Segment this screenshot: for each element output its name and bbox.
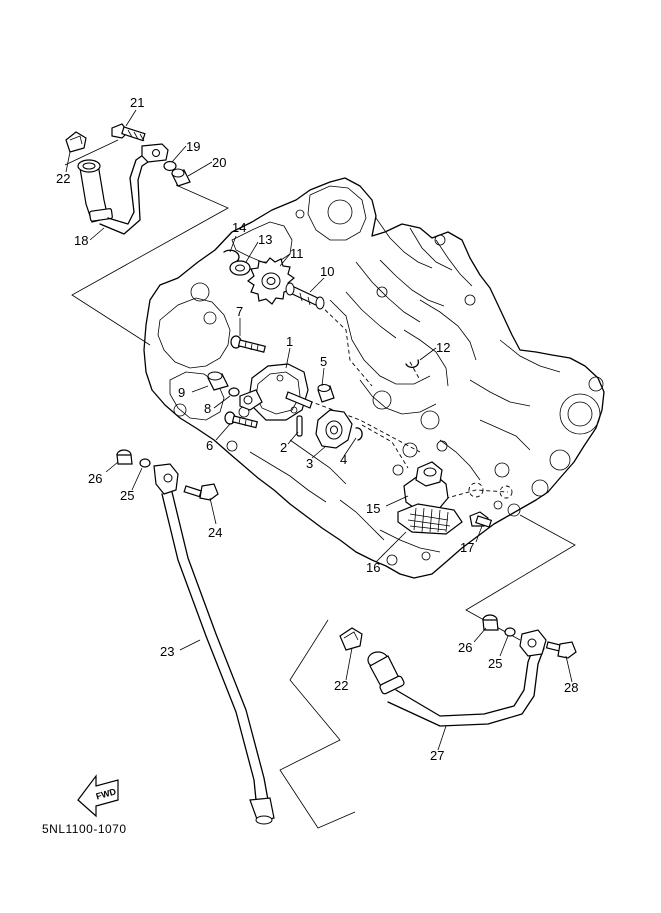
washer-13: [229, 260, 251, 276]
collar-26b: [482, 614, 499, 631]
strainer-screen-16: [397, 503, 463, 535]
pan-head-screw-7: [230, 335, 266, 353]
callout-23: 23: [160, 644, 174, 659]
union-bolt-28: [545, 641, 577, 659]
union-bolt-24: [183, 483, 219, 501]
callout-16: 16: [366, 560, 380, 575]
callout-27: 27: [430, 748, 444, 763]
callout-12: 12: [436, 340, 450, 355]
callout-8: 8: [204, 401, 211, 416]
callout-2: 2: [280, 440, 287, 455]
callout-25-left: 25: [120, 488, 134, 503]
dowel-pin-9: [207, 371, 229, 391]
o-ring-25b: [504, 627, 516, 637]
reference-lines: [64, 139, 576, 829]
bolt-17: [469, 511, 493, 528]
o-ring-8: [228, 387, 240, 397]
callout-25-right: 25: [488, 656, 502, 671]
engine-crankcase: [143, 177, 605, 579]
callout-4: 4: [340, 452, 347, 467]
pump-rotor-3: [315, 409, 353, 449]
callout-numbers: 21 22 19 20 18 14 13 11 10 7 1 5 12 9 8 …: [56, 95, 578, 763]
pin-2: [296, 415, 303, 437]
o-ring-25a: [139, 458, 151, 468]
callout-24: 24: [208, 525, 222, 540]
callout-18: 18: [74, 233, 88, 248]
pump-drive-shaft-10: [285, 282, 325, 310]
callout-10: 10: [320, 264, 334, 279]
oil-delivery-pipe-27: [367, 629, 547, 727]
oil-delivery-pipe-23: [116, 449, 275, 825]
callout-14: 14: [232, 220, 246, 235]
callout-7: 7: [236, 304, 243, 319]
oil-delivery-pipe-upper: [77, 143, 169, 235]
callout-leaders: [65, 109, 573, 751]
oil-strainer-15: [403, 461, 449, 513]
fwd-arrow-icon: FWD: [77, 774, 119, 818]
hose-clip-lower: [339, 627, 363, 651]
pan-head-screw-6: [224, 411, 259, 429]
callout-28: 28: [564, 680, 578, 695]
callout-1: 1: [286, 334, 293, 349]
callout-5: 5: [320, 354, 327, 369]
callout-11: 11: [290, 246, 304, 261]
callout-15: 15: [366, 501, 380, 516]
callout-17: 17: [460, 540, 474, 555]
callout-21: 21: [130, 95, 144, 110]
circlip-14: [223, 249, 240, 263]
hose-clip-upper: [65, 131, 87, 153]
callout-3: 3: [306, 456, 313, 471]
union-bolt-21: [111, 123, 146, 142]
circlip-12: [405, 359, 420, 369]
pump-drive-gear-11: [246, 257, 296, 305]
collar-20: [171, 168, 191, 187]
callout-26-right: 26: [458, 640, 472, 655]
callout-9: 9: [178, 385, 185, 400]
callout-20: 20: [212, 155, 226, 170]
callout-13: 13: [258, 232, 272, 247]
callout-6: 6: [206, 438, 213, 453]
callout-22-upper: 22: [56, 171, 70, 186]
diagram-code: 5NL1100-1070: [42, 822, 127, 836]
dowel-pin-5: [317, 384, 335, 403]
callout-26-left: 26: [88, 471, 102, 486]
callout-22-lower: 22: [334, 678, 348, 693]
oil-pump-assy-1: [239, 363, 313, 421]
callout-19: 19: [186, 139, 200, 154]
circlip-4: [355, 427, 363, 441]
gasket-19: [163, 160, 177, 172]
